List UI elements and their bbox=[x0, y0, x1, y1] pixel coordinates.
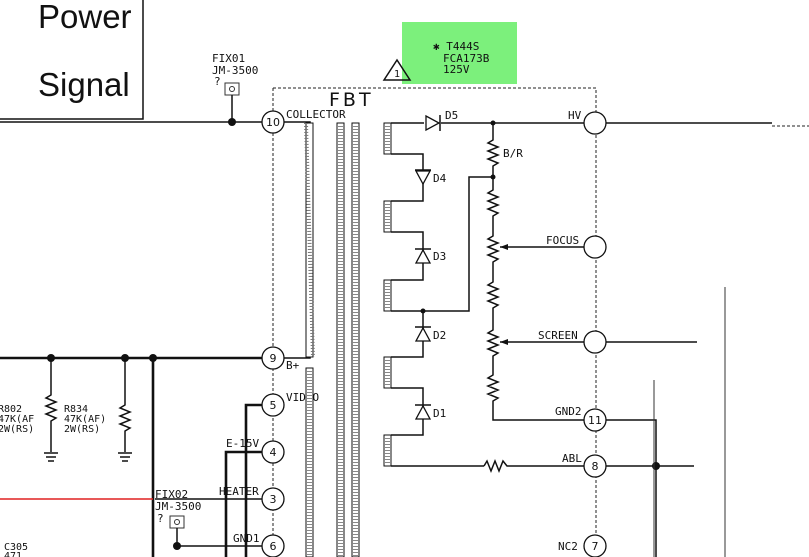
fbt-enclosure bbox=[272, 87, 597, 557]
pin-label-video: VIDEO bbox=[286, 391, 319, 404]
fix01-note: ? bbox=[214, 75, 221, 88]
part-tag: ✱ T444S bbox=[433, 40, 479, 53]
pin-hv: HV bbox=[568, 109, 809, 135]
pin-11-gnd2: 11 GND2 bbox=[555, 405, 657, 557]
part-highlight: ✱ T444S FCA173B 125V bbox=[402, 22, 517, 84]
primary-winding bbox=[304, 122, 315, 557]
fix01: FIX01 JM-3500 ? bbox=[212, 52, 258, 122]
pin-label-screen: SCREEN bbox=[538, 329, 578, 342]
diode-d2: D2 bbox=[414, 326, 446, 342]
capacitor-c305: C305 471 bbox=[4, 542, 28, 557]
pin-label-nc2: NC2 bbox=[558, 540, 578, 553]
bleeder-chain: B/R bbox=[483, 120, 584, 474]
svg-text:R834: R834 bbox=[64, 404, 88, 415]
fix02-note: ? bbox=[157, 512, 164, 525]
pin-label-focus: FOCUS bbox=[546, 234, 579, 247]
svg-text:2W(RS): 2W(RS) bbox=[0, 424, 34, 435]
fbt-title: FBT bbox=[329, 89, 374, 111]
diode-d1: D1 bbox=[414, 404, 446, 420]
fix02-name: FIX02 bbox=[155, 488, 188, 501]
svg-text:3: 3 bbox=[270, 493, 277, 506]
pin-screen: SCREEN bbox=[538, 329, 697, 354]
diode-d4: D4 bbox=[414, 169, 447, 186]
svg-text:2W(RS): 2W(RS) bbox=[64, 424, 100, 435]
svg-text:D4: D4 bbox=[433, 172, 447, 185]
diode-d5: D5 bbox=[425, 109, 458, 132]
pin-3-heater: 3 HEATER bbox=[219, 485, 285, 511]
right-external-lines bbox=[653, 287, 726, 557]
pin-label-collector: COLLECTOR bbox=[286, 108, 346, 121]
pin-label-heater: HEATER bbox=[219, 485, 259, 498]
pin-9-bplus: 9 B+ bbox=[261, 346, 311, 372]
svg-text:D1: D1 bbox=[433, 407, 446, 420]
pin-4-e15v: 4 E-15V bbox=[226, 437, 285, 464]
lower-left-wiring bbox=[0, 403, 262, 557]
fix01-name: FIX01 bbox=[212, 52, 245, 65]
diode-d3: D3 bbox=[414, 248, 446, 264]
svg-text:4: 4 bbox=[270, 446, 277, 459]
pin-10-collector: 10 COLLECTOR bbox=[261, 108, 346, 134]
svg-text:R802: R802 bbox=[0, 404, 22, 415]
svg-text:1: 1 bbox=[394, 69, 400, 80]
title-line-signal: Signal bbox=[38, 66, 130, 103]
pin-focus: FOCUS bbox=[546, 234, 607, 259]
part-voltage: 125V bbox=[443, 63, 470, 76]
warning-triangle-icon: 1 bbox=[382, 58, 412, 81]
svg-text:8: 8 bbox=[592, 460, 599, 473]
svg-text:7: 7 bbox=[592, 540, 599, 553]
pin-label-abl: ABL bbox=[562, 452, 582, 465]
pin-8-abl: 8 ABL bbox=[562, 452, 694, 478]
fix02: FIX02 JM-3500 ? bbox=[155, 488, 201, 546]
resistor-r802: R802 47K(AF 2W(RS) bbox=[0, 404, 34, 435]
svg-text:D3: D3 bbox=[433, 250, 446, 263]
svg-text:C305: C305 bbox=[4, 542, 28, 553]
pin-label-gnd2: GND2 bbox=[555, 405, 582, 418]
pin-7-nc2: 7 NC2 bbox=[558, 534, 607, 557]
pin-label-hv: HV bbox=[568, 109, 582, 122]
fix02-type: JM-3500 bbox=[155, 500, 201, 513]
bplus-wiring bbox=[0, 354, 262, 557]
svg-text:47K(AF: 47K(AF bbox=[0, 414, 34, 425]
fix01-type: JM-3500 bbox=[212, 64, 258, 77]
svg-text:9: 9 bbox=[270, 352, 277, 365]
svg-text:D2: D2 bbox=[433, 329, 446, 342]
pin-6-gnd1: 6 GND1 bbox=[233, 532, 285, 557]
pin-label-bplus: B+ bbox=[286, 359, 300, 372]
transformer-core bbox=[336, 122, 360, 557]
secondary-windings bbox=[383, 122, 392, 467]
svg-text:47K(AF): 47K(AF) bbox=[64, 414, 106, 425]
resistor-r834: R834 47K(AF) 2W(RS) bbox=[64, 404, 106, 435]
svg-text:6: 6 bbox=[270, 540, 277, 553]
svg-text:D5: D5 bbox=[445, 109, 458, 122]
pin-label-e15v: E-15V bbox=[226, 437, 259, 450]
svg-text:11: 11 bbox=[588, 414, 602, 427]
bleeder-label: B/R bbox=[503, 147, 523, 160]
svg-text:5: 5 bbox=[270, 399, 277, 412]
title-line-power: Power bbox=[38, 0, 132, 35]
title-box: Power Signal bbox=[0, 0, 144, 120]
part-number: FCA173B bbox=[443, 52, 490, 65]
svg-text:471: 471 bbox=[4, 551, 22, 557]
svg-text:10: 10 bbox=[266, 116, 280, 129]
